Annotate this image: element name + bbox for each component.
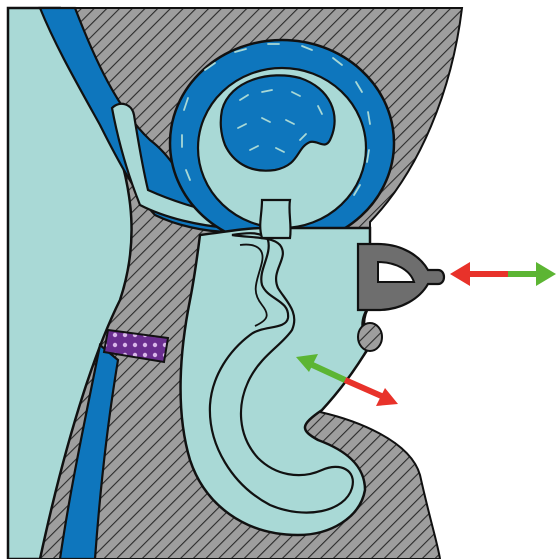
sac-connector [260, 200, 290, 238]
bone-nub [358, 323, 382, 351]
